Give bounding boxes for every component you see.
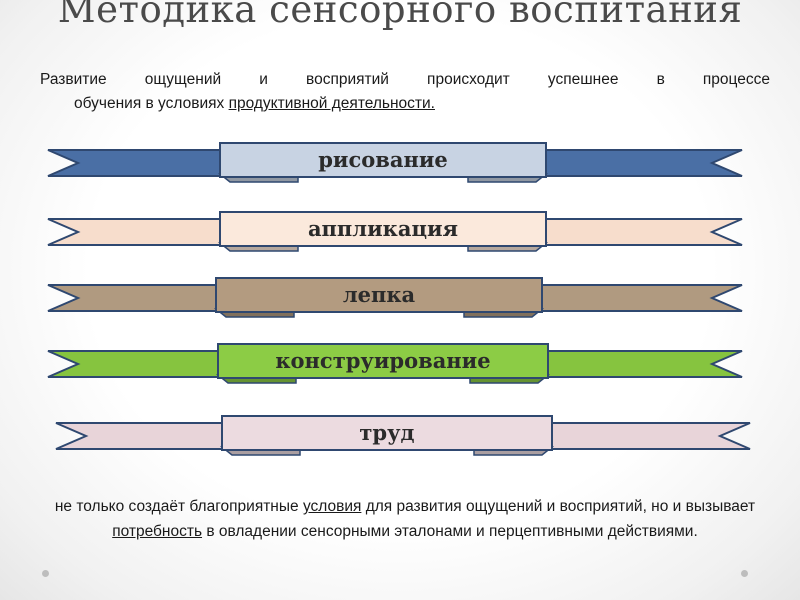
slide-title: Методика сенсорного воспитания bbox=[57, 0, 743, 31]
ribbon-banner bbox=[219, 211, 547, 247]
outro-underlined-need: потребность bbox=[112, 523, 203, 540]
corner-dot-right bbox=[741, 570, 748, 577]
ribbon-label-1: рисование bbox=[318, 147, 448, 172]
ribbon-banner bbox=[215, 277, 543, 313]
intro-line-2: обучения в условиях продуктивной деятель… bbox=[40, 92, 770, 116]
outro-text-3: в овладении сенсорными эталонами и перце… bbox=[202, 523, 698, 540]
outro-text-1: не только создаёт благоприятные bbox=[54, 498, 303, 515]
ribbon-banner bbox=[217, 343, 549, 379]
ribbon-4 bbox=[47, 343, 743, 384]
intro-line-1: Развитие ощущений и восприятий происходи… bbox=[40, 71, 770, 88]
ribbon-label-5: труд bbox=[359, 420, 415, 445]
ribbon-label-3: лепка bbox=[342, 282, 416, 307]
outro-paragraph: не только создаёт благоприятные условия … bbox=[40, 494, 770, 544]
ribbon-5 bbox=[55, 415, 751, 456]
corner-dot-left bbox=[42, 570, 49, 577]
ribbon-2 bbox=[47, 211, 743, 252]
ribbon-label-4: конструирование bbox=[275, 348, 491, 373]
ribbon-banner bbox=[219, 142, 547, 178]
ribbon-label-2: аппликация bbox=[307, 216, 459, 241]
intro-underlined-phrase: продуктивной деятельности. bbox=[228, 95, 435, 112]
intro-paragraph: Развитие ощущений и восприятий происходи… bbox=[40, 68, 770, 116]
outro-underlined-conditions: условия bbox=[302, 498, 362, 515]
outro-text-2: для развития ощущений и восприятий, но и… bbox=[361, 498, 756, 515]
ribbon-1 bbox=[47, 142, 743, 183]
ribbon-3 bbox=[47, 277, 743, 318]
intro-line-2-text: обучения в условиях bbox=[74, 95, 229, 112]
ribbon-banner bbox=[221, 415, 553, 451]
